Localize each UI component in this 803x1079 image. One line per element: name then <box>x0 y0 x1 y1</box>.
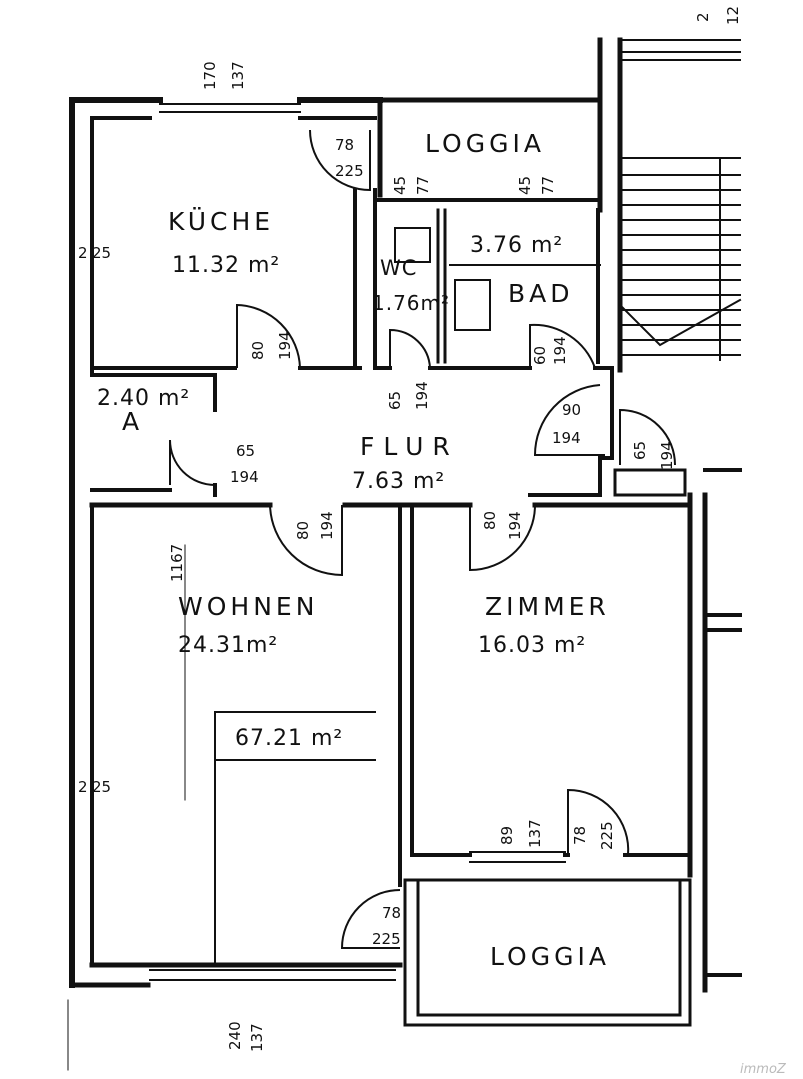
wohnen-entry-swing <box>269 504 343 577</box>
wohnen-area: 24.31m² <box>178 633 278 658</box>
dim-bad-entry-h: 194 <box>551 336 569 365</box>
partition-wall <box>398 503 414 887</box>
bad-area: 3.76 m² <box>470 233 563 258</box>
top-window <box>159 103 301 113</box>
dim-wc-win-b: 77 <box>414 176 432 195</box>
abstell-door-swing <box>169 439 216 486</box>
dim-zimmer-entry-w: 80 <box>481 511 499 530</box>
dim-abstell-door-h: 194 <box>230 468 259 486</box>
dim-zimmer-door-h: 225 <box>598 821 616 850</box>
kueche-right-wall <box>353 188 377 367</box>
dim-wc-entry-w: 65 <box>386 391 404 410</box>
dim-flur-right-h: 194 <box>552 429 581 447</box>
flur-label: FLUR <box>360 432 459 461</box>
loggia-top-walls <box>377 37 623 373</box>
dim-abstell-door-w: 65 <box>236 442 255 460</box>
dim-corner-b: 12 <box>724 6 742 25</box>
zimmer-window <box>469 851 566 863</box>
dim-bad-entry-w: 60 <box>531 346 549 365</box>
total-area: 67.21 m² <box>235 726 343 751</box>
wohnen-bottom-wall <box>69 962 403 988</box>
flur-right-swing <box>533 384 605 456</box>
dim-overall-depth: 1167 <box>168 544 186 582</box>
dim-zimmer-win-a: 89 <box>498 826 516 845</box>
door-swings <box>169 129 676 949</box>
neighbour-wall <box>703 468 742 977</box>
walls <box>67 37 742 1071</box>
dim-wall-left-b: 25 <box>92 244 111 262</box>
dim-zimmer-entry-h: 194 <box>506 511 524 540</box>
small-door-swing <box>619 408 676 466</box>
kueche-label: KÜCHE <box>168 207 274 236</box>
abstell-area: 2.40 m² <box>97 386 190 411</box>
dim-wall-left2-b: 25 <box>92 778 111 796</box>
dim-flur-right-w: 90 <box>562 401 581 419</box>
dim-small-door-w: 65 <box>631 441 649 460</box>
wc-bad-separator <box>436 208 447 364</box>
dim-bottom-win-b: 137 <box>248 1023 266 1052</box>
zimmer-door-swing <box>567 788 630 856</box>
staircase <box>619 157 741 361</box>
wc-label: WC <box>380 256 417 280</box>
dim-wohnen-door-w: 78 <box>382 904 401 922</box>
small-closet <box>613 468 687 497</box>
total-area-frame <box>214 711 376 966</box>
wc-area: 1.76m² <box>372 291 450 315</box>
loggia-bottom-label: LOGGIA <box>490 942 610 971</box>
dim-kueche-door-w: 78 <box>335 136 354 154</box>
dim-wc-entry-h: 194 <box>413 381 431 410</box>
bottom-window <box>149 969 396 981</box>
zimmer-label: ZIMMER <box>485 592 610 621</box>
dim-wall-left-a: 2 <box>78 244 88 262</box>
dim-wc-win-a: 45 <box>391 176 409 195</box>
flur-area: 7.63 m² <box>352 469 445 494</box>
dim-wohnen-entry-h: 194 <box>318 511 336 540</box>
dim-kueche-entry-w: 80 <box>249 341 267 360</box>
bad-entry-swing <box>529 323 596 369</box>
dim-bad-win-b: 77 <box>539 176 557 195</box>
kueche-door-swing <box>309 129 371 192</box>
wohnen-door-swing <box>340 889 401 949</box>
dim-zimmer-win-b: 137 <box>526 819 544 848</box>
flur-right-wall <box>528 366 614 497</box>
kueche-entry-swing <box>236 303 301 369</box>
zimmer-area: 16.03 m² <box>478 633 586 658</box>
wc-fixture <box>394 227 431 263</box>
watermark: immoZ <box>740 1062 787 1077</box>
dim-bottom-win-a: 240 <box>226 1021 244 1050</box>
loggia-top-rail <box>619 39 741 61</box>
dim-small-door-h: 194 <box>658 441 676 470</box>
dim-kueche-door-h: 225 <box>335 162 364 180</box>
dim-zimmer-door-w: 78 <box>571 826 589 845</box>
staircase-arrow <box>618 298 742 347</box>
dim-bad-win-a: 45 <box>516 176 534 195</box>
bad-fixture <box>449 264 601 331</box>
wohnen-label: WOHNEN <box>178 592 318 621</box>
dim-kueche-entry-h: 194 <box>276 331 294 360</box>
dim-wohnen-entry-w: 80 <box>294 521 312 540</box>
abstell-label: A <box>122 407 143 436</box>
loggia-bottom-walls <box>403 878 692 1027</box>
loggia-top-label: LOGGIA <box>425 129 545 158</box>
zimmer-right-wall <box>687 492 708 993</box>
dim-wohnen-door-h: 225 <box>372 930 401 948</box>
wc-entry-swing <box>389 328 431 369</box>
abstell-walls <box>90 373 217 497</box>
dim-wall-left2-a: 2 <box>78 778 88 796</box>
zimmer-entry-swing <box>469 504 536 572</box>
dim-top-window-a: 170 <box>201 61 219 90</box>
dim-corner-a: 2 <box>694 12 712 22</box>
kueche-area: 11.32 m² <box>172 253 280 278</box>
dim-top-window-b: 137 <box>229 61 247 90</box>
bad-label: BAD <box>508 279 574 308</box>
